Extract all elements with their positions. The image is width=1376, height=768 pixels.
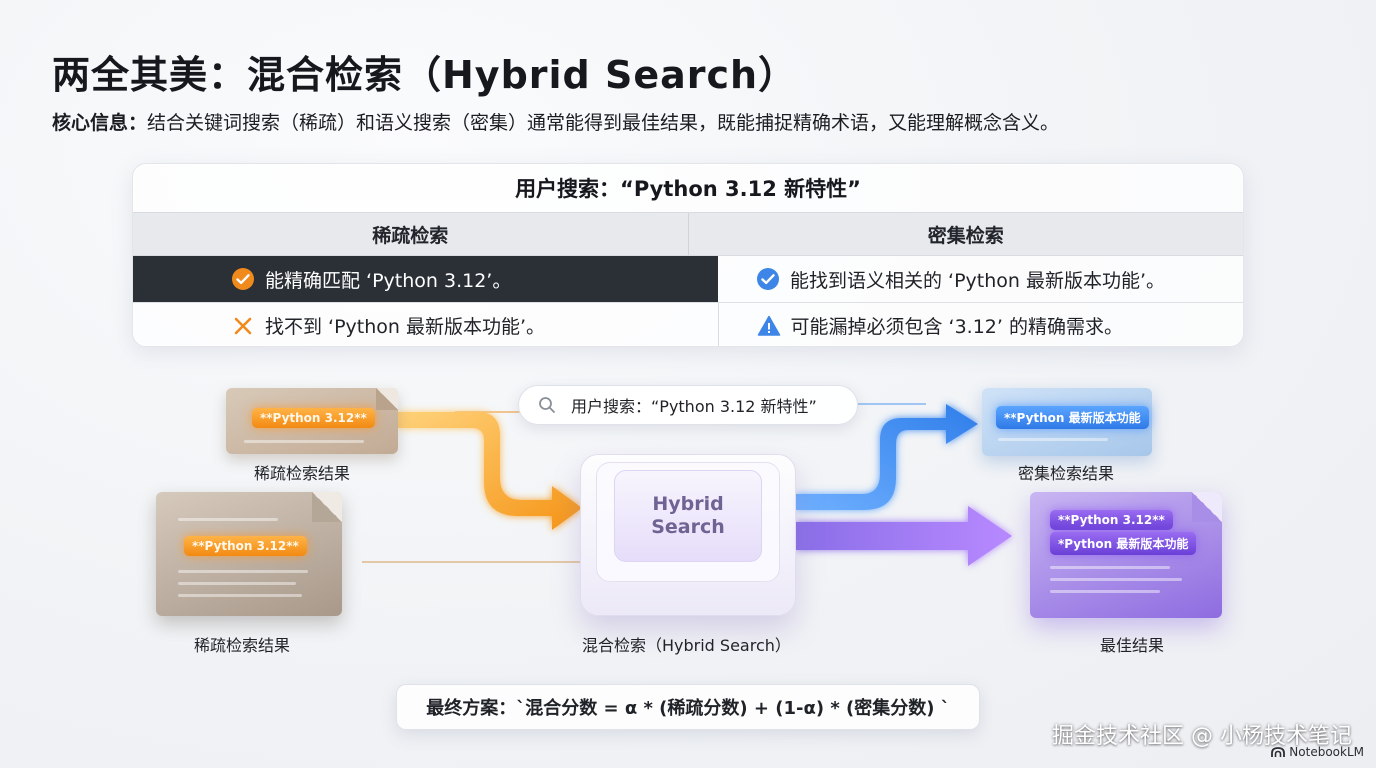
warning-icon	[757, 315, 780, 336]
dense-semantic-chip: **Python 最新版本功能	[996, 406, 1149, 429]
comparison-title: 用户搜索：“Python 3.12 新特性”	[515, 177, 861, 201]
column-dense: 密集检索	[927, 224, 1004, 247]
best-result-label: 最佳结果	[1100, 636, 1165, 655]
sparse-weakness-cell: 找不到 ‘Python 最新版本功能’。	[133, 303, 719, 346]
sparse-result-document: **Python 3.12**	[156, 492, 342, 616]
dense-strength-text: 能找到语义相关的 ‘Python 最新版本功能’。	[790, 269, 1166, 292]
best-semantic-chip: *Python 最新版本功能	[1050, 532, 1197, 555]
subtitle-text: 结合关键词搜索（稀疏）和语义搜索（密集）通常能得到最佳结果，既能捕捉精确术语，又…	[147, 112, 1060, 134]
check-circle-icon	[232, 268, 254, 290]
hybrid-title-line2: Search	[651, 516, 725, 538]
sparse-result-document: **Python 3.12**	[226, 388, 398, 454]
sparse-strength-text: 能精确匹配 ‘Python 3.12’。	[265, 269, 512, 292]
search-icon	[539, 397, 555, 413]
sparse-weakness-text: 找不到 ‘Python 最新版本功能’。	[265, 316, 546, 338]
dense-weakness-text: 可能漏掉必须包含 ‘3.12’ 的精确需求。	[790, 316, 1123, 338]
column-sparse: 稀疏检索	[133, 213, 689, 255]
page-subtitle: 核心信息：结合关键词搜索（稀疏）和语义搜索（密集）通常能得到最佳结果，既能捕捉精…	[52, 108, 1059, 135]
hybrid-search-core: Hybrid Search	[614, 470, 762, 562]
hybrid-title-line1: Hybrid	[652, 493, 724, 515]
check-circle-icon	[757, 268, 779, 290]
sparse-flow-arrow	[398, 412, 582, 530]
dense-result-document: **Python 最新版本功能	[982, 388, 1152, 456]
comparison-row: 能精确匹配 ‘Python 3.12’。 能找到语义相关的 ‘Python 最新…	[133, 256, 1243, 302]
search-pill: 用户搜索：“Python 3.12 新特性”	[518, 385, 858, 425]
hybrid-search-label: 混合检索（Hybrid Search）	[582, 636, 791, 655]
subtitle-lead: 核心信息：	[52, 112, 148, 134]
best-keyword-chip: **Python 3.12**	[1050, 510, 1173, 530]
notebooklm-logo-icon	[1271, 747, 1286, 757]
sparse-result-label: 稀疏检索结果	[194, 636, 291, 655]
brand-text: NotebookLM	[1289, 745, 1364, 759]
comparison-row: 找不到 ‘Python 最新版本功能’。 可能漏掉必须包含 ‘3.12’ 的精确…	[133, 302, 1244, 346]
best-result-document: **Python 3.12** *Python 最新版本功能	[1030, 492, 1222, 618]
hybrid-flow-arrow	[796, 506, 1012, 566]
dense-result-label: 密集检索结果	[1018, 464, 1115, 483]
page-title: 两全其美：混合检索（Hybrid Search）	[52, 53, 798, 97]
dense-strength-cell: 能找到语义相关的 ‘Python 最新版本功能’。	[718, 256, 1243, 302]
watermark: 掘金技术社区 @ 小杨技术笔记	[1052, 724, 1352, 749]
comparison-table: 用户搜索：“Python 3.12 新特性” 稀疏检索 密集检索 能精确匹配 ‘…	[132, 163, 1244, 347]
notebooklm-brand: NotebookLM	[1271, 744, 1364, 760]
dense-flow-arrow	[796, 404, 978, 510]
cross-icon	[234, 317, 252, 334]
sparse-result-label: 稀疏检索结果	[254, 464, 351, 483]
search-pill-text: 用户搜索：“Python 3.12 新特性”	[571, 397, 817, 416]
sparse-keyword-chip: **Python 3.12**	[184, 536, 307, 556]
sparse-keyword-chip: **Python 3.12**	[252, 408, 375, 428]
sparse-strength-cell: 能精确匹配 ‘Python 3.12’。	[133, 256, 718, 302]
final-formula: 最终方案：`混合分数 = α * (稀疏分数) + (1-α) * (密集分数)…	[396, 684, 980, 730]
dense-weakness-cell: 可能漏掉必须包含 ‘3.12’ 的精确需求。	[719, 303, 1244, 346]
comparison-header: 稀疏检索 密集检索	[133, 212, 1243, 256]
